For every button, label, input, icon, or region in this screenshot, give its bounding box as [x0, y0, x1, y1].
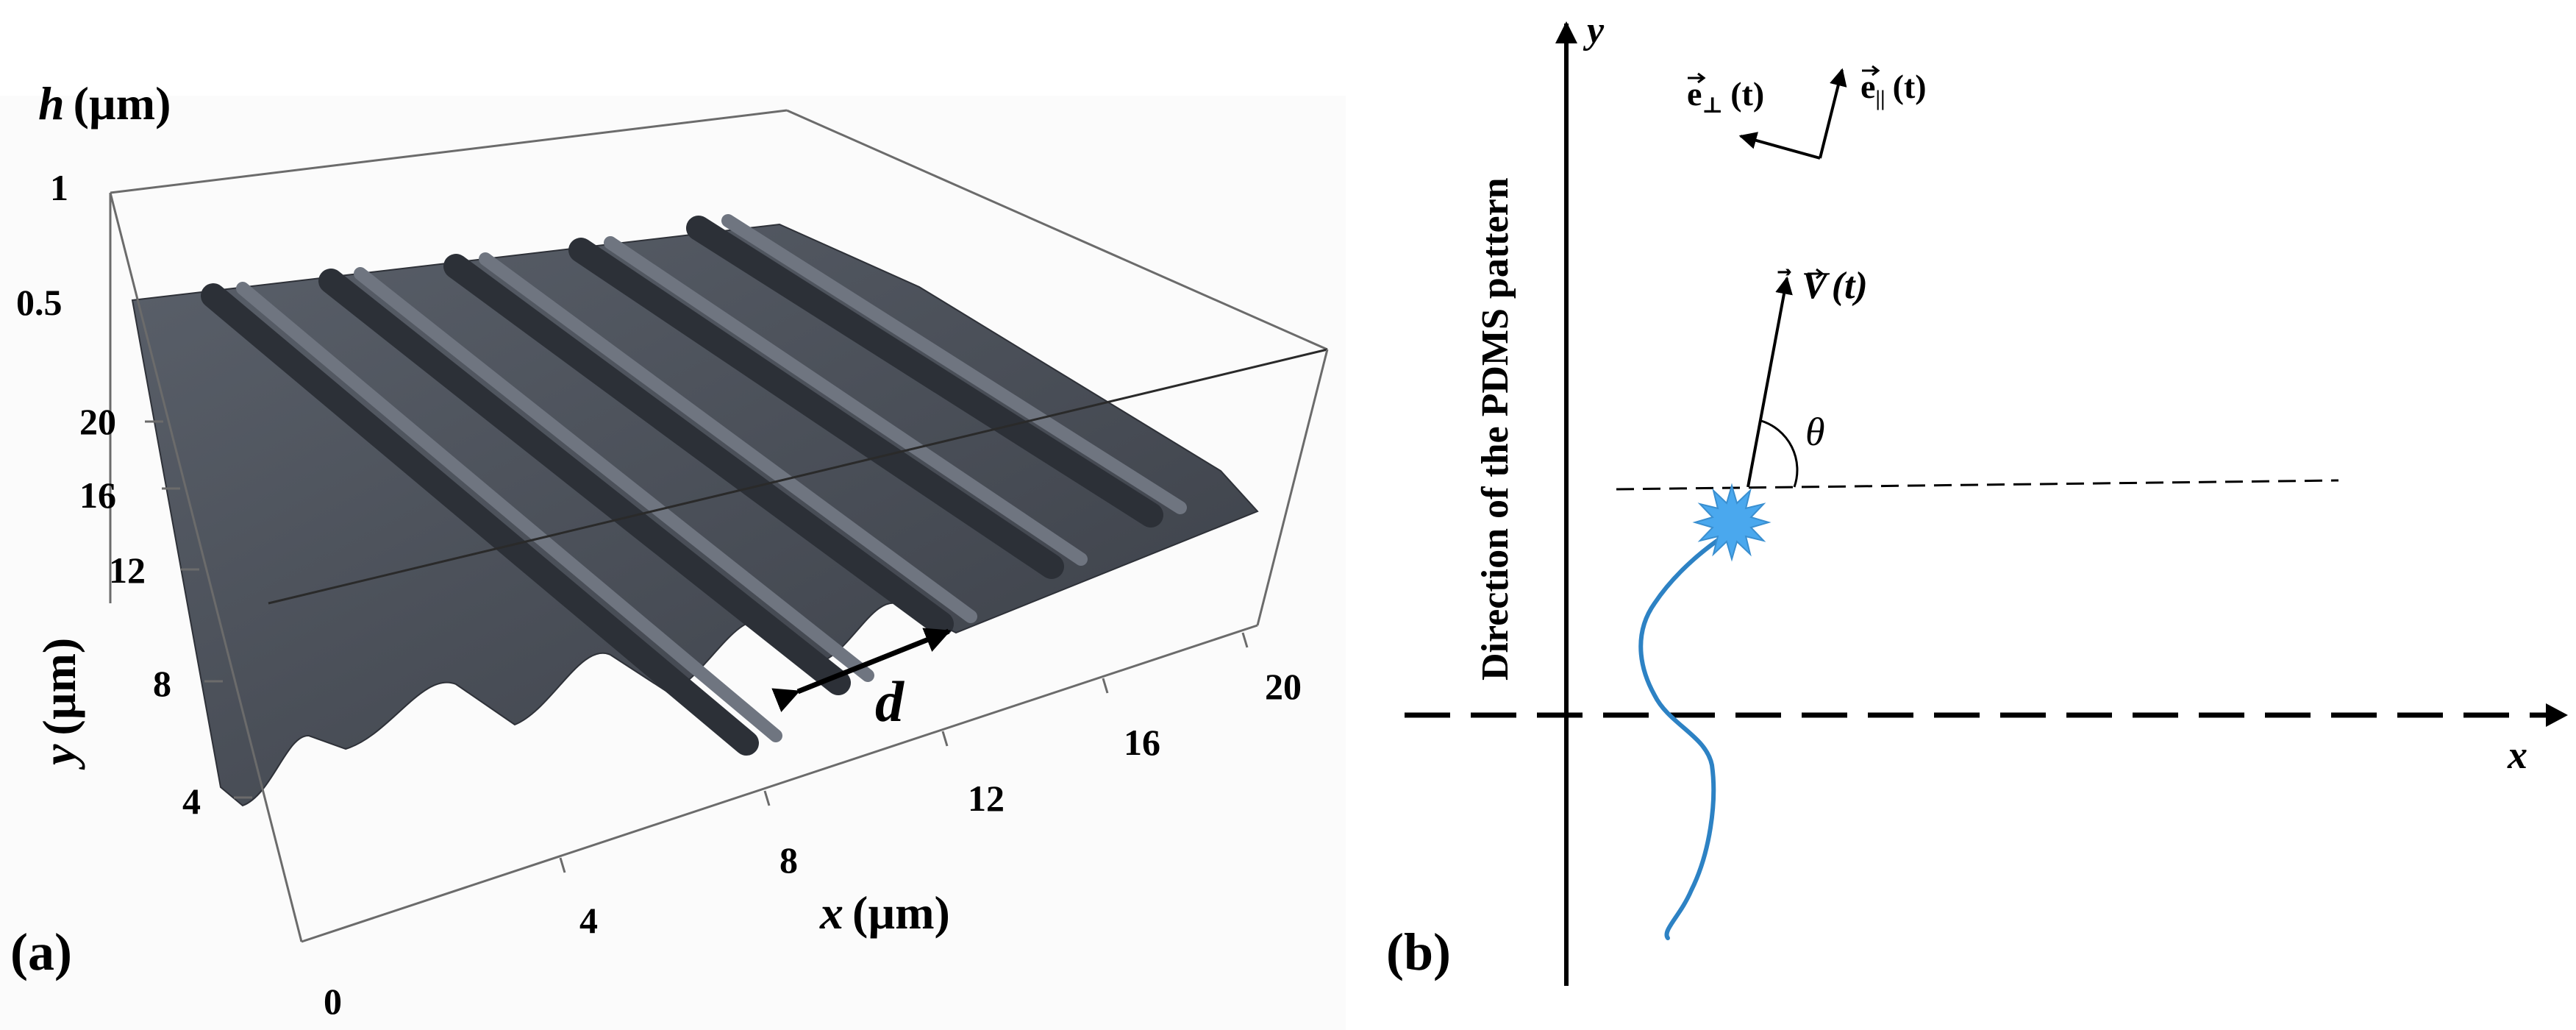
x-tick-12: 12 [968, 778, 1005, 819]
x-tick-4: 4 [579, 900, 598, 941]
y-tick-8: 8 [153, 663, 171, 704]
e-parallel-label: e||(t) [1860, 65, 1927, 110]
surface-ridges [201, 214, 1187, 756]
x-axis-label-b: x [2507, 733, 2527, 777]
bounding-box-back [109, 109, 1328, 603]
ridge-shadow [443, 254, 954, 636]
svg-text:e||(t): e||(t) [1860, 68, 1927, 110]
ridge-shadow [201, 283, 759, 756]
velocity-vector-arrow-glyph: ⃗ [1777, 269, 1791, 276]
x-axis-arrowhead [2546, 703, 2568, 727]
velocity-vector [1747, 276, 1793, 488]
h-tick-0.5: 0.5 [16, 282, 63, 323]
x-tick-20: 20 [1265, 666, 1302, 707]
cell-trajectory [1638, 539, 1719, 940]
ridge-highlight [479, 252, 977, 623]
y-axis-label-b: y [1583, 10, 1605, 52]
e-perpendicular-vector [1738, 132, 1821, 160]
y-tick-20: 20 [79, 401, 116, 442]
ridge-shadow [318, 269, 851, 695]
ridge-shadow [568, 238, 1064, 579]
ridge-shadow [686, 216, 1163, 528]
ridge-highlight [604, 236, 1088, 566]
period-label: d [875, 670, 905, 734]
y-tick-4: 4 [182, 781, 201, 822]
y-axis-ticks [145, 420, 252, 799]
svg-text:e⊥(t): e⊥(t) [1687, 75, 1764, 118]
reference-line [1616, 479, 2339, 491]
panel-a-surface-plot: h(µm) 1 0.5 20 16 12 8 4 y(µm) 0 4 8 [0, 77, 1346, 1030]
ridge-highlight [721, 214, 1187, 514]
e-parallel-vector [1819, 68, 1847, 159]
h-axis-label: h(µm) [38, 77, 171, 129]
pattern-direction-label: Direction of the PDMS pattern [1474, 177, 1516, 681]
cell-icon [1692, 483, 1772, 562]
angle-arc [1760, 419, 1799, 488]
y-tick-12: 12 [109, 550, 146, 591]
x-axis-ticks [559, 632, 1249, 873]
angle-label: θ [1805, 410, 1825, 454]
bounding-box-front [109, 192, 1329, 943]
x-tick-16: 16 [1124, 722, 1160, 763]
period-arrow [771, 628, 952, 712]
x-tick-0: 0 [324, 981, 342, 1022]
e-perpendicular-label: e⊥(t) [1687, 72, 1764, 118]
velocity-label: V(t) [1802, 265, 1868, 307]
panel-a-label: (a) [10, 923, 72, 981]
panel-b-label: (b) [1386, 923, 1451, 981]
ridge-highlight [236, 282, 782, 742]
ridge-highlight [354, 267, 874, 682]
x-tick-8: 8 [779, 839, 798, 881]
x-axis-label: x(µm) [819, 887, 950, 939]
panel-b-schematic: y x Direction of the PDMS pattern V(t) ⃗… [1386, 10, 2568, 986]
velocity-overarrow-head [1816, 268, 1824, 280]
y-tick-16: 16 [79, 475, 116, 516]
bounding-box-top-plane [268, 348, 1328, 605]
h-tick-1: 1 [50, 167, 68, 208]
y-axis-label: y(µm) [33, 638, 85, 770]
